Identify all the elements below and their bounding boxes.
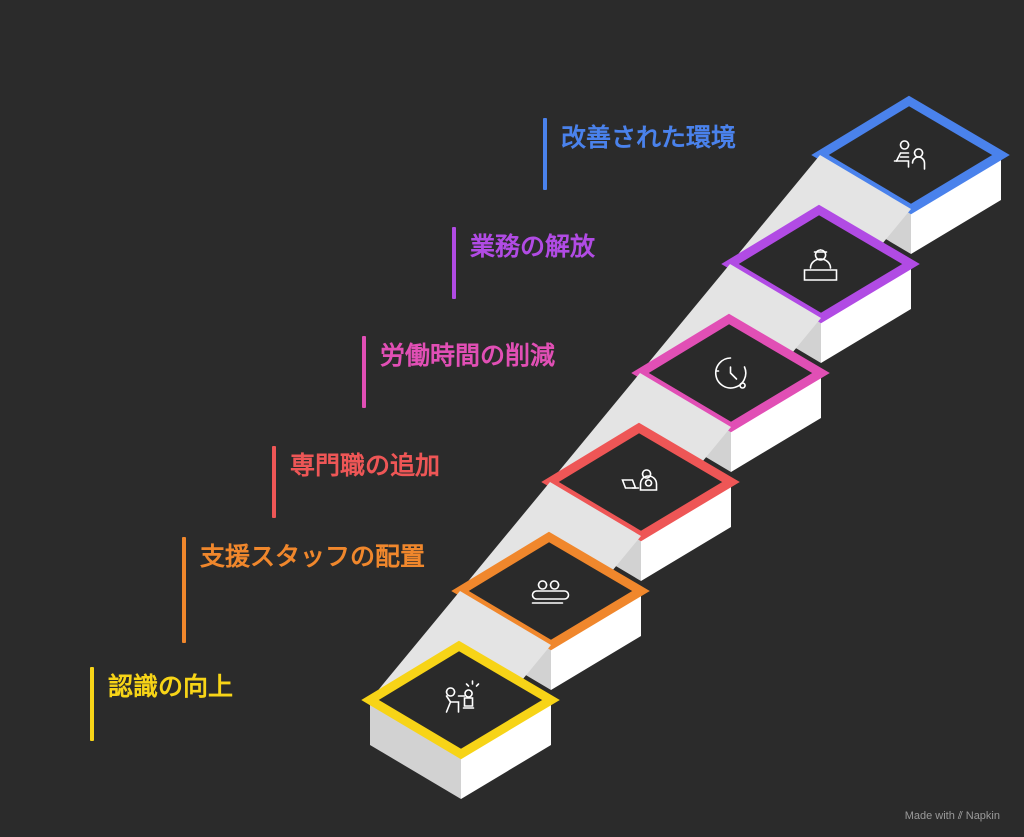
worker-at-desk-icon (803, 249, 838, 281)
step-top-face (721, 204, 920, 324)
napkin-logo-icon: ⫽ (957, 810, 963, 822)
watermark: Made with⫽Napkin (905, 810, 1000, 823)
step-top-face (811, 95, 1010, 215)
step-top-face (361, 640, 560, 760)
people-working-together-icon (893, 140, 926, 170)
step-right-face (821, 264, 911, 363)
watermark-made-with: Made with (904, 810, 955, 822)
step-label-text: 改善された環境 (561, 123, 737, 152)
stair-step-1 (361, 591, 560, 799)
step-right-face (911, 155, 1001, 254)
step-right-face (641, 482, 731, 581)
step-label-text: 専門職の追加 (290, 451, 441, 480)
step-label-text: 支援スタッフの配置 (200, 542, 426, 571)
step-right-face (551, 591, 641, 690)
watermark-brand: Napkin (965, 810, 1000, 822)
step-label-bar (90, 667, 94, 741)
step-label-bar (362, 336, 366, 408)
reading-with-child-icon (445, 680, 480, 713)
clock-reduction-icon (714, 357, 747, 389)
step-label-bar (182, 537, 186, 643)
step-right-face (461, 700, 551, 799)
professional-laptop-icon (621, 469, 658, 491)
step-left-face (370, 700, 461, 799)
step-label-bar (543, 118, 547, 190)
step-label-text: 労働時間の削減 (380, 341, 556, 370)
step-label-text: 認識の向上 (108, 672, 234, 701)
step-label-bar (272, 446, 276, 518)
step-label-bar (452, 227, 456, 299)
step-label-text: 業務の解放 (470, 232, 596, 261)
step-right-face (731, 373, 821, 472)
staff-group-icon (531, 580, 570, 604)
